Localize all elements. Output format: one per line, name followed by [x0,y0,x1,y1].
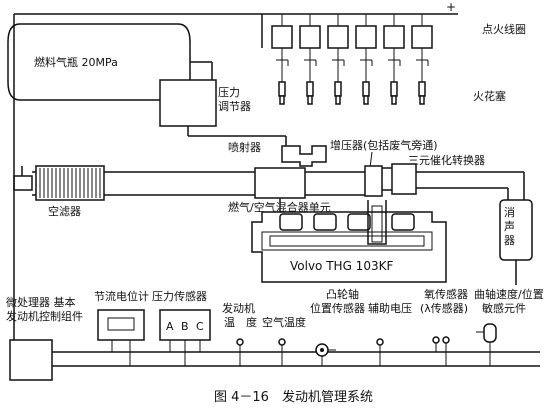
microprocessor-box [9,339,53,381]
spark-plug-label: 火花塞 [473,89,506,103]
turbocharger [364,165,383,197]
oxygen-sensor [432,336,440,344]
ignition-coil-2 [299,25,321,49]
cam-sensor-label-1: 凸轮轴 [326,287,359,301]
pressure-sensor-label: 压力传感器 [152,290,207,303]
pressure-sensor-b: B [181,320,189,333]
crank-sensor [483,323,497,343]
crank-sensor-label-1: 曲轴速度/位置 [474,287,544,301]
figure-caption: 图 4－16 发动机管理系统 [214,389,373,405]
engine-temp-label-2: 温 度 [224,315,257,329]
engine-label: Volvo THG 103KF [290,259,393,273]
cam-sensor-label-2: 位置传感器 [310,301,365,315]
throttle-sensor [97,309,145,341]
spark-plugs [278,60,426,105]
muffler-char-1: 消 [504,205,515,219]
ignition-coil-1 [271,25,293,49]
air-filter-label: 空滤器 [48,204,81,218]
aux-voltage-label: 辅助电压 [368,301,412,315]
oxygen-sensor-label-1: 氧传感器 [424,287,468,301]
pressure-sensor [159,309,211,341]
aux-voltage-terminal [376,338,384,346]
air-temp-label: 空气温度 [262,315,306,329]
pressure-regulator-label-2: 调节器 [218,100,251,113]
turbo-label: 增压器(包括废气旁通) [330,138,438,152]
ignition-coil-6 [411,25,433,49]
air-intake [13,175,33,191]
microprocessor-label-1: 微处理器 基本 [6,295,76,309]
ignition-coil-3 [327,25,349,49]
muffler-char-3: 器 [504,234,515,247]
microprocessor-label-2: 发动机控制组件 [6,309,83,323]
catalytic-converter [391,163,417,195]
plus-sign: + [446,0,456,14]
gas-air-mixer [254,167,306,199]
ignition-coil-4 [355,25,377,49]
pressure-regulator [159,79,217,127]
ignition-coils: + [261,0,458,66]
oxygen-sensor-label-2: (λ传感器) [420,302,468,315]
spark-plug-5 [390,81,398,97]
ignition-coil-5 [383,25,405,49]
fuel-tank-label: 燃料气瓶 20MPa [34,55,118,69]
throttle-sensor-label: 节流电位计 [94,289,149,303]
spark-plug-4 [362,81,370,97]
spark-plug-3 [334,81,342,97]
pressure-regulator-label-1: 压力 [218,86,240,99]
spark-plug-2 [306,81,314,97]
injector [281,145,327,167]
pressure-sensor-a: A [166,320,174,333]
engine-temp-label-1: 发动机 [222,301,255,315]
muffler-char-2: 声 [504,219,515,233]
air-temp-sensor [278,338,286,346]
air-filter [35,165,105,201]
spark-plug-1 [278,81,286,97]
engine-temp-sensor [236,338,244,346]
spark-plug-6 [418,81,426,97]
ignition-coil-label: 点火线圈 [482,22,526,36]
injector-label: 喷射器 [228,140,261,154]
crank-sensor-label-2: 敏感元件 [482,301,526,315]
pressure-sensor-c: C [196,320,204,333]
catalytic-converter-label: 三元催化转换器 [408,153,485,167]
